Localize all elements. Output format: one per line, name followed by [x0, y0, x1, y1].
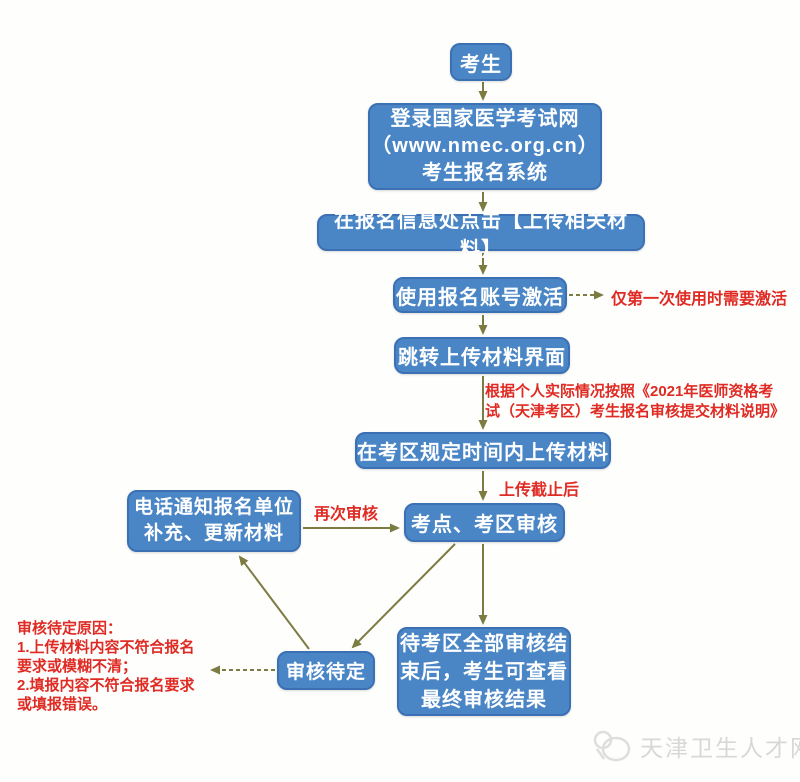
- node-phone-notify: 电话通知报名单位 补充、更新材料: [127, 490, 301, 552]
- site-logo-icon: [589, 727, 635, 765]
- annotation-pending-reasons-line1: 审核待定原因：: [17, 620, 123, 637]
- node-login-line2: （www.nmec.org.cn）: [371, 135, 599, 157]
- node-phone-notify-line2: 补充、更新材料: [143, 523, 284, 544]
- annotation-material-doc-line1: 根据个人实际情况按照《2021年医师资格考: [485, 383, 774, 400]
- node-upload-in-time: 在考区规定时间内上传材料: [355, 432, 611, 469]
- node-click-upload: 在报名信息处点击【上传相关材料】: [317, 210, 645, 261]
- node-login: 登录国家医学考试网 （www.nmec.org.cn） 考生报名系统: [368, 103, 602, 190]
- node-candidate: 考生: [450, 43, 512, 81]
- annotation-pending-reasons: 审核待定原因： 1.上传材料内容不符合报名 要求或模糊不清； 2.填报内容不符合…: [17, 619, 195, 714]
- node-final-result-line2: 束后，考生可查看: [400, 660, 568, 683]
- annotation-pending-reasons-line5: 或填报错误。: [17, 696, 108, 713]
- annotation-material-doc-note: 根据个人实际情况按照《2021年医师资格考 试（天津考区）考生报名审核提交材料说…: [485, 382, 785, 422]
- node-final-result: 待考区全部审核结 束后，考生可查看 最终审核结果: [397, 627, 571, 716]
- watermark: 天津卫生人才网: [589, 727, 800, 765]
- node-pending: 审核待定: [277, 651, 375, 690]
- annotation-upload-deadline: 上传截止后: [499, 482, 580, 499]
- node-login-line3: 考生报名系统: [422, 162, 548, 184]
- node-jump-label: 跳转上传材料界面: [398, 347, 566, 369]
- node-click-upload-label: 在报名信息处点击【上传相关材料】: [334, 209, 628, 261]
- node-final-result-line1: 待考区全部审核结: [400, 632, 568, 655]
- node-final-result-line3: 最终审核结果: [421, 688, 547, 711]
- arrow-pending-to-phone-notify: [238, 555, 310, 650]
- node-review: 考点、考区审核: [404, 503, 565, 542]
- node-login-line1: 登录国家医学考试网: [390, 108, 580, 130]
- watermark-text: 天津卫生人才网: [640, 735, 800, 761]
- node-upload-in-time-label: 在考区规定时间内上传材料: [357, 442, 609, 464]
- annotation-recheck: 再次审核: [314, 506, 379, 523]
- annotation-pending-reasons-line4: 2.填报内容不符合报名要求: [17, 677, 195, 694]
- node-activate-label: 使用报名账号激活: [396, 286, 564, 309]
- annotation-activate-note: 仅第一次使用时需要激活: [611, 291, 788, 308]
- node-jump: 跳转上传材料界面: [394, 337, 570, 374]
- annotation-material-doc-line2: 试（天津考区）考生报名审核提交材料说明》: [485, 403, 786, 420]
- annotation-pending-reasons-line3: 要求或模糊不清；: [17, 658, 138, 675]
- node-review-label: 考点、考区审核: [411, 514, 558, 536]
- node-phone-notify-line1: 电话通知报名单位: [133, 497, 294, 518]
- node-pending-label: 审核待定: [285, 662, 366, 683]
- annotation-pending-reasons-line2: 1.上传材料内容不符合报名: [17, 639, 195, 656]
- node-candidate-label: 考生: [460, 53, 502, 76]
- node-activate: 使用报名账号激活: [393, 277, 567, 313]
